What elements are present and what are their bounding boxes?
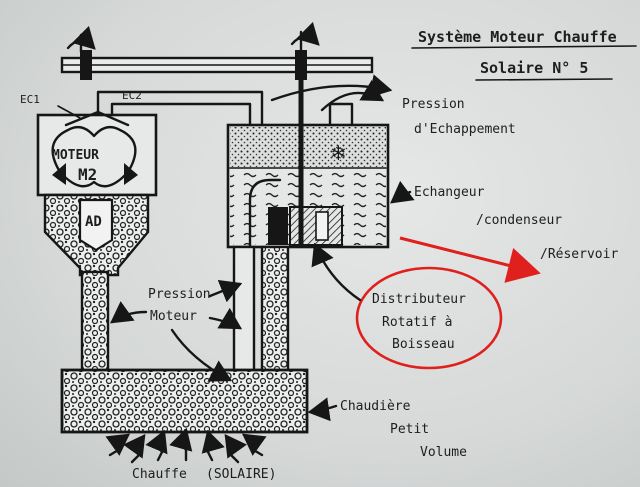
boiler-body: [60, 368, 309, 434]
hot-fluid-pipe: [260, 245, 290, 387]
exhaust-pressure-label-1: Pression: [402, 97, 465, 112]
heat-label: Chauffe: [132, 467, 187, 482]
title-line-2-underline: [475, 78, 613, 81]
accumulator-label: AD: [85, 214, 102, 230]
ec2-label: EC2: [122, 89, 142, 102]
boiler-pointer: [307, 397, 338, 422]
boiler-label-3: Volume: [420, 445, 467, 460]
distributor-label-1: Distributeur: [372, 292, 466, 307]
engine-rotor-shape: [51, 125, 137, 188]
motor-pressure-label-2: Moteur: [150, 309, 197, 324]
distributor-label-2: Rotatif à: [382, 315, 452, 330]
ec1-pointer: [57, 105, 81, 119]
accumulator-valve: [78, 198, 114, 252]
exchanger-label-1: Echangeur: [414, 185, 485, 200]
engine-id-label: M2: [78, 165, 97, 184]
top-shaft: [60, 21, 374, 80]
engine-valve-shape: [64, 110, 130, 127]
motor-pressure-arrow-left: [110, 301, 148, 324]
motor-pressure-arrow-up: [208, 279, 243, 303]
boiler: [60, 368, 309, 434]
engine-m2: MOTEUR M2 EC1 EC2: [20, 89, 158, 197]
heat-arrows: [105, 427, 267, 464]
exhaust-arrow-2-icon: [270, 74, 393, 102]
boiler-label-2: Petit: [390, 422, 429, 437]
title-underline: [411, 45, 637, 49]
snowflake-icon: ❄: [330, 141, 347, 165]
solar-label: (SOLAIRE): [206, 467, 276, 482]
ec1-label: EC1: [20, 93, 40, 106]
motor-pressure-arrow-right: [208, 307, 243, 330]
engine-housing: [36, 113, 158, 197]
ec2-pipe-inner: [110, 102, 252, 127]
exchanger-label-2: /condenseur: [476, 213, 562, 228]
title-line-2: Solaire N° 5: [480, 59, 588, 77]
ec2-pipe-outer: [96, 90, 264, 127]
exhaust-pressure-label-2: d'Echappement: [414, 122, 516, 137]
rotor-lobe-right: [124, 163, 138, 185]
motor-pressure-label-1: Pression: [148, 287, 211, 302]
distributor-highlight-circle: [355, 266, 503, 370]
rotary-valve-core: [268, 207, 288, 245]
exhaust-pipe: [328, 102, 354, 127]
exchanger-pointer: [390, 180, 415, 204]
distributor-pointer: [311, 242, 362, 302]
accumulator-ad: AD: [43, 193, 150, 277]
rotor-lobe-left: [52, 163, 66, 185]
return-pipe-curve: [248, 178, 282, 252]
left-pulley: [80, 50, 92, 80]
rotary-valve-port: [315, 211, 329, 241]
exchanger-label-3: /Réservoir: [540, 247, 618, 262]
tank-vapor-zone: [230, 127, 386, 167]
right-pressure-pipe: [232, 245, 256, 374]
boiler-label-1: Chaudière: [340, 399, 411, 414]
red-arrow-icon: [399, 236, 541, 283]
engine-label: MOTEUR: [52, 148, 99, 163]
left-pressure-pipe: [80, 270, 110, 374]
condenser-tank: ❄: [226, 123, 390, 252]
distributor-label-3: Boisseau: [392, 337, 455, 352]
title-line-1: Système Moteur Chauffe: [418, 28, 617, 46]
title-block: Système Moteur Chauffe Solaire N° 5: [411, 28, 637, 81]
motor-pressure-arrow-down: [170, 328, 233, 382]
rotation-arrow-right-icon: [290, 21, 320, 46]
right-pulley: [295, 50, 307, 80]
